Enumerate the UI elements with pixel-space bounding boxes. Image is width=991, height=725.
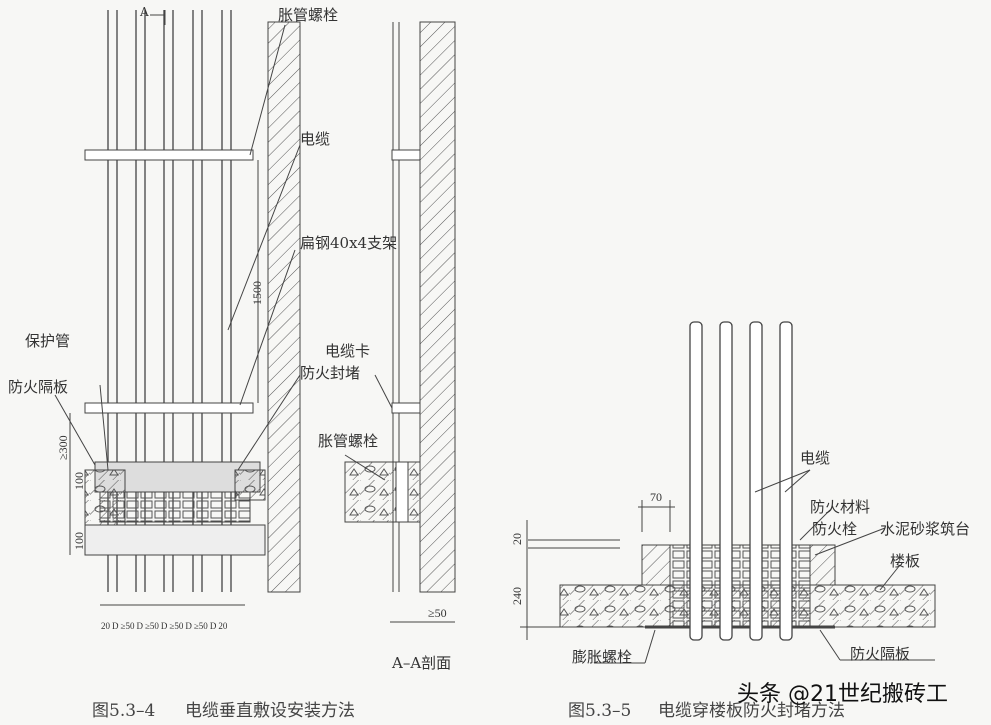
dim-cell: D <box>160 621 168 631</box>
label-cable-clamp: 电缆卡 <box>325 342 371 360</box>
dim-height: 240 <box>510 587 524 605</box>
fire-partition-assembly <box>84 461 266 556</box>
dim-cell: ≥50 <box>120 621 135 631</box>
dim-cell: 20 <box>101 621 110 631</box>
dim-cell: D <box>209 621 217 631</box>
dim-cell: 20 <box>218 621 228 631</box>
dim-board-top: 100 <box>72 472 86 490</box>
left-wall <box>267 21 301 593</box>
dim-top: 20 <box>510 533 524 545</box>
dim-bracket-spacing: 1500 <box>250 281 264 305</box>
dim-cell: ≥50 <box>193 621 208 631</box>
dim-bottom-row: 20 D ≥50 D ≥50 D ≥50 D ≥50 D 20 <box>101 621 227 631</box>
label-expansion-bolt-right: 膨胀螺栓 <box>572 648 633 666</box>
label-fire-partition: 防火隔板 <box>8 378 69 396</box>
dim-cell: D <box>112 621 119 631</box>
label-fire-plug: 防火栓 <box>812 520 858 538</box>
label-cable: 电缆 <box>300 130 331 148</box>
dim-cell: D <box>185 621 192 631</box>
label-cable-right: 电缆 <box>800 449 831 467</box>
label-expansion-bolt-bottom: 胀管螺栓 <box>318 432 379 450</box>
section-marker: A <box>140 5 149 19</box>
dim-cell: ≥50 <box>144 621 159 631</box>
dim-section-gap: ≥50 <box>428 606 447 620</box>
brackets <box>84 149 254 414</box>
caption-number-left: 图5.3–4 <box>92 701 156 721</box>
label-fire-material: 防火材料 <box>810 498 871 516</box>
dim-width: 70 <box>650 490 662 504</box>
label-mortar-platform: 水泥砂浆筑台 <box>880 520 971 538</box>
label-fire-partition-right: 防火隔板 <box>850 645 911 663</box>
label-fire-seal: 防火封堵 <box>300 364 361 382</box>
dim-cell: ≥50 <box>169 621 184 631</box>
dim-lines-left <box>69 10 455 623</box>
label-flat-steel-bracket: 扁钢40x4支架 <box>300 234 398 252</box>
section-view <box>344 21 456 593</box>
dim-lines-right <box>520 500 675 640</box>
dim-board-bottom: 100 <box>72 532 86 550</box>
right-cables <box>689 321 793 641</box>
leader-lines <box>54 24 935 664</box>
section-title: A–A剖面 <box>392 654 452 672</box>
label-protective-pipe: 保护管 <box>25 332 71 350</box>
label-floor-slab: 楼板 <box>890 552 921 570</box>
label-expansion-bolt-top: 胀管螺栓 <box>278 6 339 24</box>
dim-min-height: ≥300 <box>56 435 70 460</box>
caption-number-right: 图5.3–5 <box>568 701 632 721</box>
caption-text-left: 电缆垂直敷设安装方法 <box>185 701 355 721</box>
dim-cell: D <box>136 621 143 631</box>
floor-slab <box>559 544 936 629</box>
caption-text-right: 电缆穿楼板防火封堵方法 <box>658 701 845 721</box>
watermark: 头条 @21世纪搬砖工 <box>737 682 948 707</box>
